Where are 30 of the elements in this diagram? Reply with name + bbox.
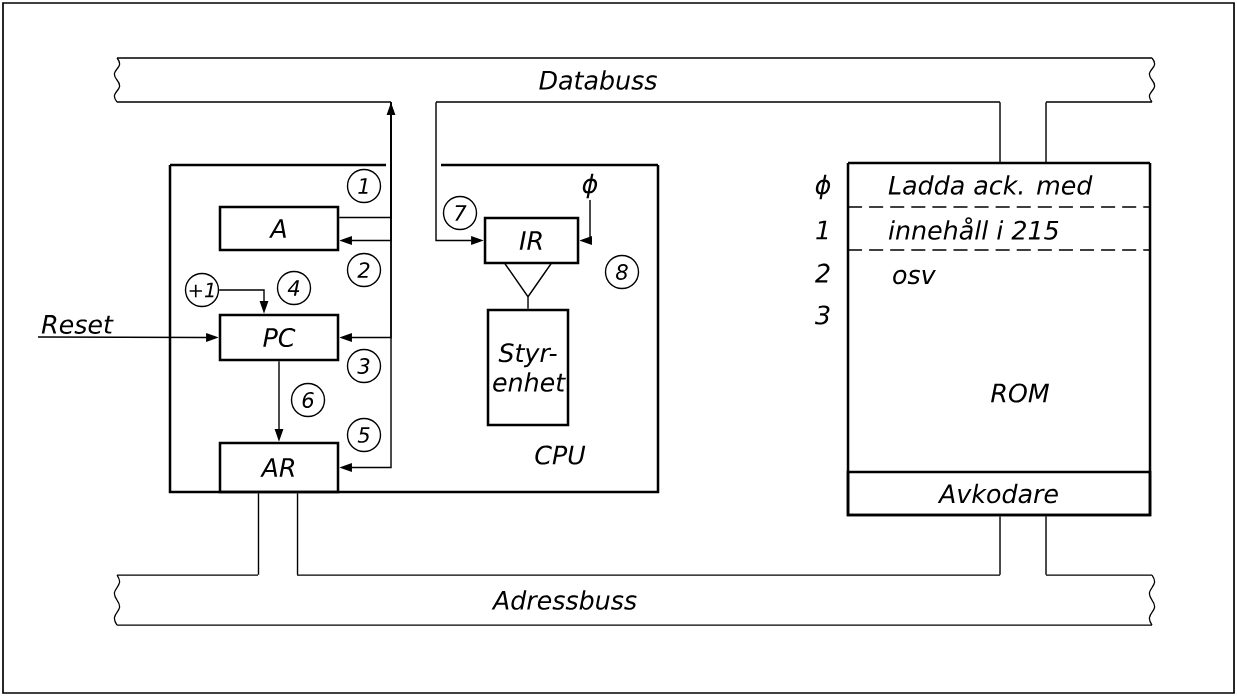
input-label: Reset: [41, 315, 114, 334]
circled-number: 6: [290, 382, 326, 418]
address-number: 2: [815, 263, 830, 283]
connector-line: [257, 492, 299, 576]
decoder-band: Avkodare: [846, 470, 1152, 517]
circled-number: 1: [346, 168, 382, 204]
circled-number: 7: [442, 195, 478, 231]
bus-band: Databuss: [113, 57, 1156, 103]
connector-line: [504, 263, 552, 310]
circled-label: +1: [184, 272, 220, 308]
memory-row: innehåll i 215: [888, 217, 1059, 240]
circled-number: 8: [604, 254, 640, 290]
register-box: A: [218, 205, 340, 252]
circled-number: 3: [346, 348, 382, 384]
register-box: IR: [483, 216, 580, 265]
circled-number: 5: [346, 417, 382, 453]
signal-label: ϕ: [582, 173, 598, 199]
connector-line: [999, 101, 1047, 164]
connector-line: [999, 515, 1047, 576]
address-number: 3: [815, 305, 830, 325]
address-number: ϕ: [815, 174, 831, 200]
circled-number: 2: [346, 252, 382, 288]
memory-row: Ladda ack. med: [888, 175, 1093, 195]
note-text: osv: [893, 269, 936, 285]
circled-number: 4: [276, 270, 312, 306]
register-box: PC: [218, 313, 340, 362]
register-box: Styr- enhet: [486, 308, 570, 427]
address-number: 1: [816, 220, 828, 240]
register-box: AR: [218, 441, 340, 494]
bus-band: Adressbuss: [113, 574, 1156, 626]
